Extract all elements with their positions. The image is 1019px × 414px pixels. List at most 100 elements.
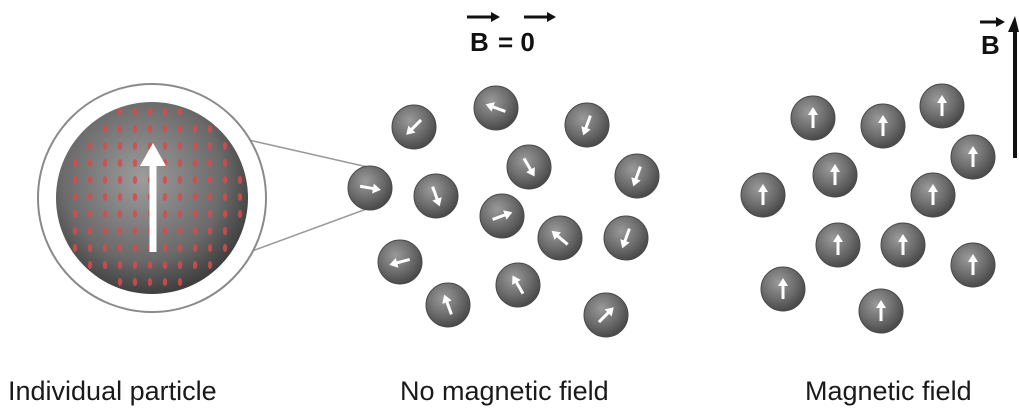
moment-arrow [431, 186, 442, 207]
moment-dot [117, 142, 123, 150]
moment-dot [87, 227, 93, 235]
moment-dot [132, 193, 138, 201]
moment-dot [87, 210, 93, 218]
moment-dot [177, 176, 183, 184]
aligned-particle [760, 266, 806, 312]
moment-dot [117, 108, 123, 116]
moment-dot [192, 227, 198, 235]
moment-dot [207, 210, 213, 218]
moment-dot [132, 159, 138, 167]
moment-arrow [968, 254, 978, 275]
moment-dot [87, 142, 93, 150]
moment-dot [222, 193, 228, 201]
random-particle [391, 104, 437, 150]
moment-dot [207, 176, 213, 184]
moment-dot [132, 261, 138, 269]
moment-arrow [620, 228, 631, 249]
moment-dot [72, 227, 78, 235]
moment-dot [177, 261, 183, 269]
moment-dot [222, 159, 228, 167]
random-particle [495, 262, 541, 308]
moment-arrow [359, 183, 381, 194]
aligned-particle [860, 103, 906, 149]
aligned-particle [950, 242, 996, 288]
moment-dot [117, 210, 123, 218]
net-moment-arrow [140, 143, 166, 252]
moment-dot [207, 193, 213, 201]
b-equals-zero-label: B = 0 [467, 12, 556, 57]
aligned-particle [790, 95, 836, 141]
aligned-particle [919, 83, 965, 129]
moment-dot [192, 176, 198, 184]
moment-dot [117, 125, 123, 133]
moment-dot [132, 125, 138, 133]
moment-dot [87, 159, 93, 167]
moment-dot [177, 244, 183, 252]
aligned-particle [858, 288, 904, 334]
aligned-particle [815, 222, 861, 268]
moment-dot [237, 193, 243, 201]
aligned-particle [812, 152, 858, 198]
random-particle [479, 193, 525, 239]
moment-dot [177, 125, 183, 133]
moment-dot [147, 278, 153, 286]
moment-dot [207, 125, 213, 133]
random-particle [614, 153, 660, 199]
moment-dot [162, 142, 168, 150]
moment-arrow [389, 257, 411, 268]
moment-dot [72, 193, 78, 201]
moment-dot [132, 244, 138, 252]
moment-dot [87, 261, 93, 269]
moment-dot [147, 261, 153, 269]
random-particle [537, 215, 583, 261]
random-particle [425, 282, 471, 328]
moment-dot [117, 159, 123, 167]
moment-dot [192, 142, 198, 150]
moment-dot [132, 278, 138, 286]
moment-arrow [833, 234, 843, 255]
moment-dot [222, 210, 228, 218]
moment-arrow [928, 184, 938, 205]
moment-dot [222, 176, 228, 184]
moment-dot [87, 193, 93, 201]
moment-dot [132, 108, 138, 116]
moment-dot [207, 142, 213, 150]
moment-dot [192, 261, 198, 269]
moment-arrow [512, 275, 525, 295]
moment-dot [117, 193, 123, 201]
moment-dot [222, 142, 228, 150]
moment-dot [237, 210, 243, 218]
moment-dot [102, 261, 108, 269]
moment-dot [162, 244, 168, 252]
atomic-moment-dots [72, 108, 243, 286]
no-field-particles [347, 85, 660, 338]
random-particle [583, 292, 629, 338]
moment-dot [177, 193, 183, 201]
aligned-particle [880, 222, 926, 268]
moment-dot [162, 176, 168, 184]
moment-dot [117, 278, 123, 286]
moment-arrow [442, 294, 453, 315]
moment-dot [102, 159, 108, 167]
moment-dot [72, 244, 78, 252]
moment-dot [117, 244, 123, 252]
moment-dot [177, 227, 183, 235]
moment-dot [207, 227, 213, 235]
field-particles [740, 83, 996, 334]
moment-arrow [876, 300, 886, 321]
moment-dot [162, 227, 168, 235]
moment-dot [207, 159, 213, 167]
moment-dot [132, 227, 138, 235]
moment-dot [117, 227, 123, 235]
moment-dot [162, 261, 168, 269]
field-b-label: B [980, 16, 1019, 158]
caption-no-magnetic-field: No magnetic field [400, 376, 609, 406]
moment-dot [177, 108, 183, 116]
moment-dot [102, 176, 108, 184]
b-field-symbol: B [981, 30, 1000, 60]
moment-dot [192, 193, 198, 201]
random-particle [413, 173, 459, 219]
moment-dot [192, 244, 198, 252]
moment-arrow [898, 234, 908, 255]
moment-dot [162, 278, 168, 286]
